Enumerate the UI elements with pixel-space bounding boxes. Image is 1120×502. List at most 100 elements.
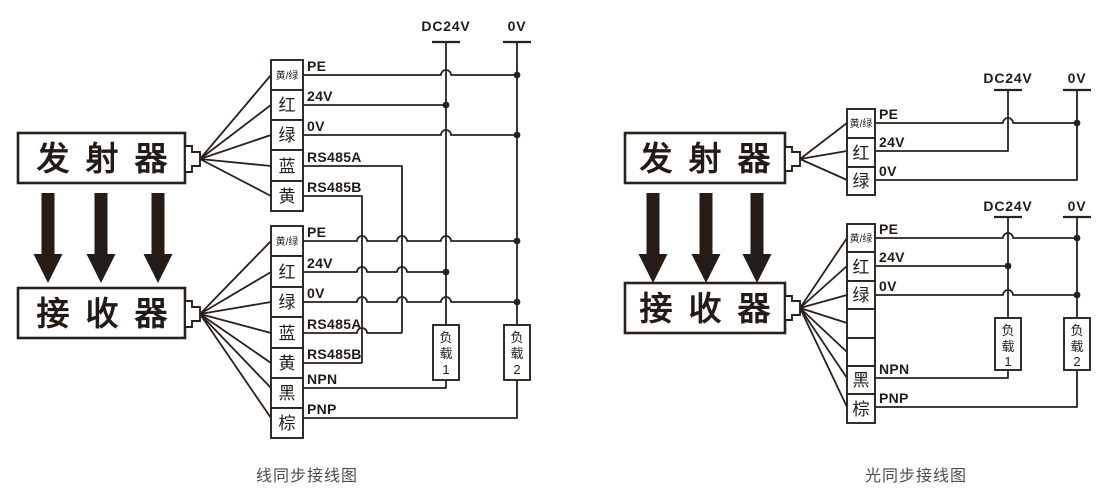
- wire-label: RS485B: [307, 179, 362, 195]
- wire-label: 0V: [307, 118, 325, 134]
- wire-label: PE: [879, 221, 898, 237]
- wire-label: PE: [307, 224, 326, 240]
- terminal-label: 棕: [853, 400, 870, 419]
- wire-label: NPN: [307, 371, 337, 387]
- wire-label: RS485B: [307, 346, 362, 362]
- power-rail-0v-bottom: 0V: [1063, 198, 1091, 318]
- terminal-label: 绿: [853, 286, 870, 305]
- receiver-terminal-block: 黄/绿 红 绿 黑 棕: [846, 223, 876, 424]
- transmitter-box: [16, 131, 187, 185]
- wire-label: 24V: [879, 249, 905, 265]
- arrow-down-icon: [86, 193, 116, 283]
- wire-label: 0V: [307, 285, 325, 301]
- terminal-label: 绿: [279, 293, 296, 312]
- transmitter-fan-wires: [199, 74, 272, 197]
- power-rail-dc24v: DC24V: [421, 18, 470, 325]
- transmitter-wires: [875, 90, 1078, 181]
- transmitter-wire-labels: PE 24V 0V RS485A RS485B: [307, 58, 362, 195]
- diagram-caption: 线同步接线图: [256, 467, 358, 485]
- terminal-label: 红: [279, 96, 296, 115]
- load-label-line: 1: [1004, 354, 1011, 369]
- wire-label: RS485A: [307, 149, 362, 165]
- power-rail-0v: 0V: [503, 18, 531, 325]
- receiver-fan-wires: [799, 237, 848, 408]
- rail-label: 0V: [1068, 198, 1087, 214]
- terminal-label: 红: [279, 263, 296, 282]
- wire-label: 24V: [307, 255, 333, 271]
- sync-arrows: [638, 193, 772, 283]
- rail-label: DC24V: [983, 198, 1032, 214]
- load-label-line: 负: [510, 330, 523, 345]
- load1-box: 负 载 1: [432, 324, 460, 381]
- terminal-label: 黄/绿: [850, 232, 873, 245]
- arrow-down-icon: [742, 193, 772, 283]
- terminal-label: 黄/绿: [276, 69, 299, 82]
- wire-label: PE: [879, 106, 898, 122]
- transmitter-wire-labels: PE 24V 0V: [879, 106, 905, 179]
- junction-dots: [442, 71, 521, 306]
- junction-dots: [1004, 119, 1081, 299]
- terminal-label: 黑: [853, 371, 870, 390]
- terminal-label: 黄/绿: [276, 235, 299, 248]
- load-label-line: 负: [1001, 323, 1014, 338]
- receiver-label: 接收器: [640, 290, 787, 327]
- terminal-label: 棕: [279, 414, 296, 433]
- arrow-down-icon: [638, 193, 668, 283]
- transmitter-fan-wires: [799, 122, 848, 181]
- wire-label: 0V: [879, 163, 897, 179]
- wire-label: PE: [307, 58, 326, 74]
- wire-label: PNP: [879, 390, 909, 406]
- load-label-line: 2: [1073, 354, 1080, 369]
- load-label-line: 载: [1070, 339, 1083, 354]
- load1-box: 负 载 1: [994, 317, 1022, 371]
- receiver-fan-wires: [199, 240, 272, 419]
- wire-label: 24V: [307, 88, 333, 104]
- power-rail-dc24v-bottom: DC24V: [983, 198, 1032, 318]
- power-rail-0v-top: 0V: [1063, 70, 1091, 92]
- transmitter-label: 发射器: [640, 140, 787, 177]
- transmitter-terminal-block: 黄/绿 红 绿 蓝 黄: [270, 59, 304, 212]
- load2-box: 负 载 2: [1063, 317, 1091, 371]
- transmitter-label: 发射器: [37, 140, 184, 177]
- load-label-line: 负: [1070, 323, 1083, 338]
- receiver-wires: [875, 232, 1078, 408]
- load-label-line: 载: [510, 346, 523, 361]
- wire-sync-diagram: 发射器 接收器: [16, 18, 531, 485]
- load-label-line: 载: [439, 346, 452, 361]
- wire-label: NPN: [879, 361, 909, 377]
- terminal-label: 黄: [279, 354, 296, 373]
- load-label-line: 负: [439, 330, 452, 345]
- diagram-caption: 光同步接线图: [865, 467, 967, 485]
- load2-box: 负 载 2: [503, 324, 531, 381]
- wire-label: 24V: [879, 134, 905, 150]
- rail-label: DC24V: [421, 18, 470, 34]
- terminal-label: 红: [853, 258, 870, 277]
- receiver-box: [16, 286, 187, 340]
- terminal-label: 黑: [279, 384, 296, 403]
- load-label-line: 1: [442, 362, 449, 377]
- load-label-line: 载: [1001, 339, 1014, 354]
- load-label-line: 2: [513, 362, 520, 377]
- transmitter-wires: [303, 69, 517, 363]
- power-rail-dc24v-top: DC24V: [983, 70, 1032, 92]
- wire-label: RS485A: [307, 316, 362, 332]
- terminal-label: 蓝: [279, 157, 296, 176]
- rail-label: 0V: [508, 18, 527, 34]
- receiver-wire-labels: PE 24V 0V RS485A RS485B NPN PNP: [307, 224, 362, 417]
- receiver-wire-labels: PE 24V 0V NPN PNP: [879, 221, 909, 406]
- sync-arrows: [33, 193, 173, 283]
- terminal-label: 绿: [279, 126, 296, 145]
- transmitter-connector-icon: [784, 146, 801, 172]
- terminal-label: 绿: [853, 172, 870, 191]
- receiver-connector-icon: [184, 300, 201, 328]
- receiver-connector-icon: [784, 295, 801, 321]
- terminal-label: 红: [853, 144, 870, 163]
- rail-label: DC24V: [983, 70, 1032, 86]
- optical-sync-diagram: 发射器 接收器: [623, 70, 1091, 485]
- terminal-label: 黄: [279, 187, 296, 206]
- terminal-label: 蓝: [279, 324, 296, 343]
- transmitter-terminal-block: 黄/绿 红 绿: [846, 108, 876, 196]
- receiver-label: 接收器: [37, 295, 184, 332]
- transmitter-box: [623, 131, 787, 185]
